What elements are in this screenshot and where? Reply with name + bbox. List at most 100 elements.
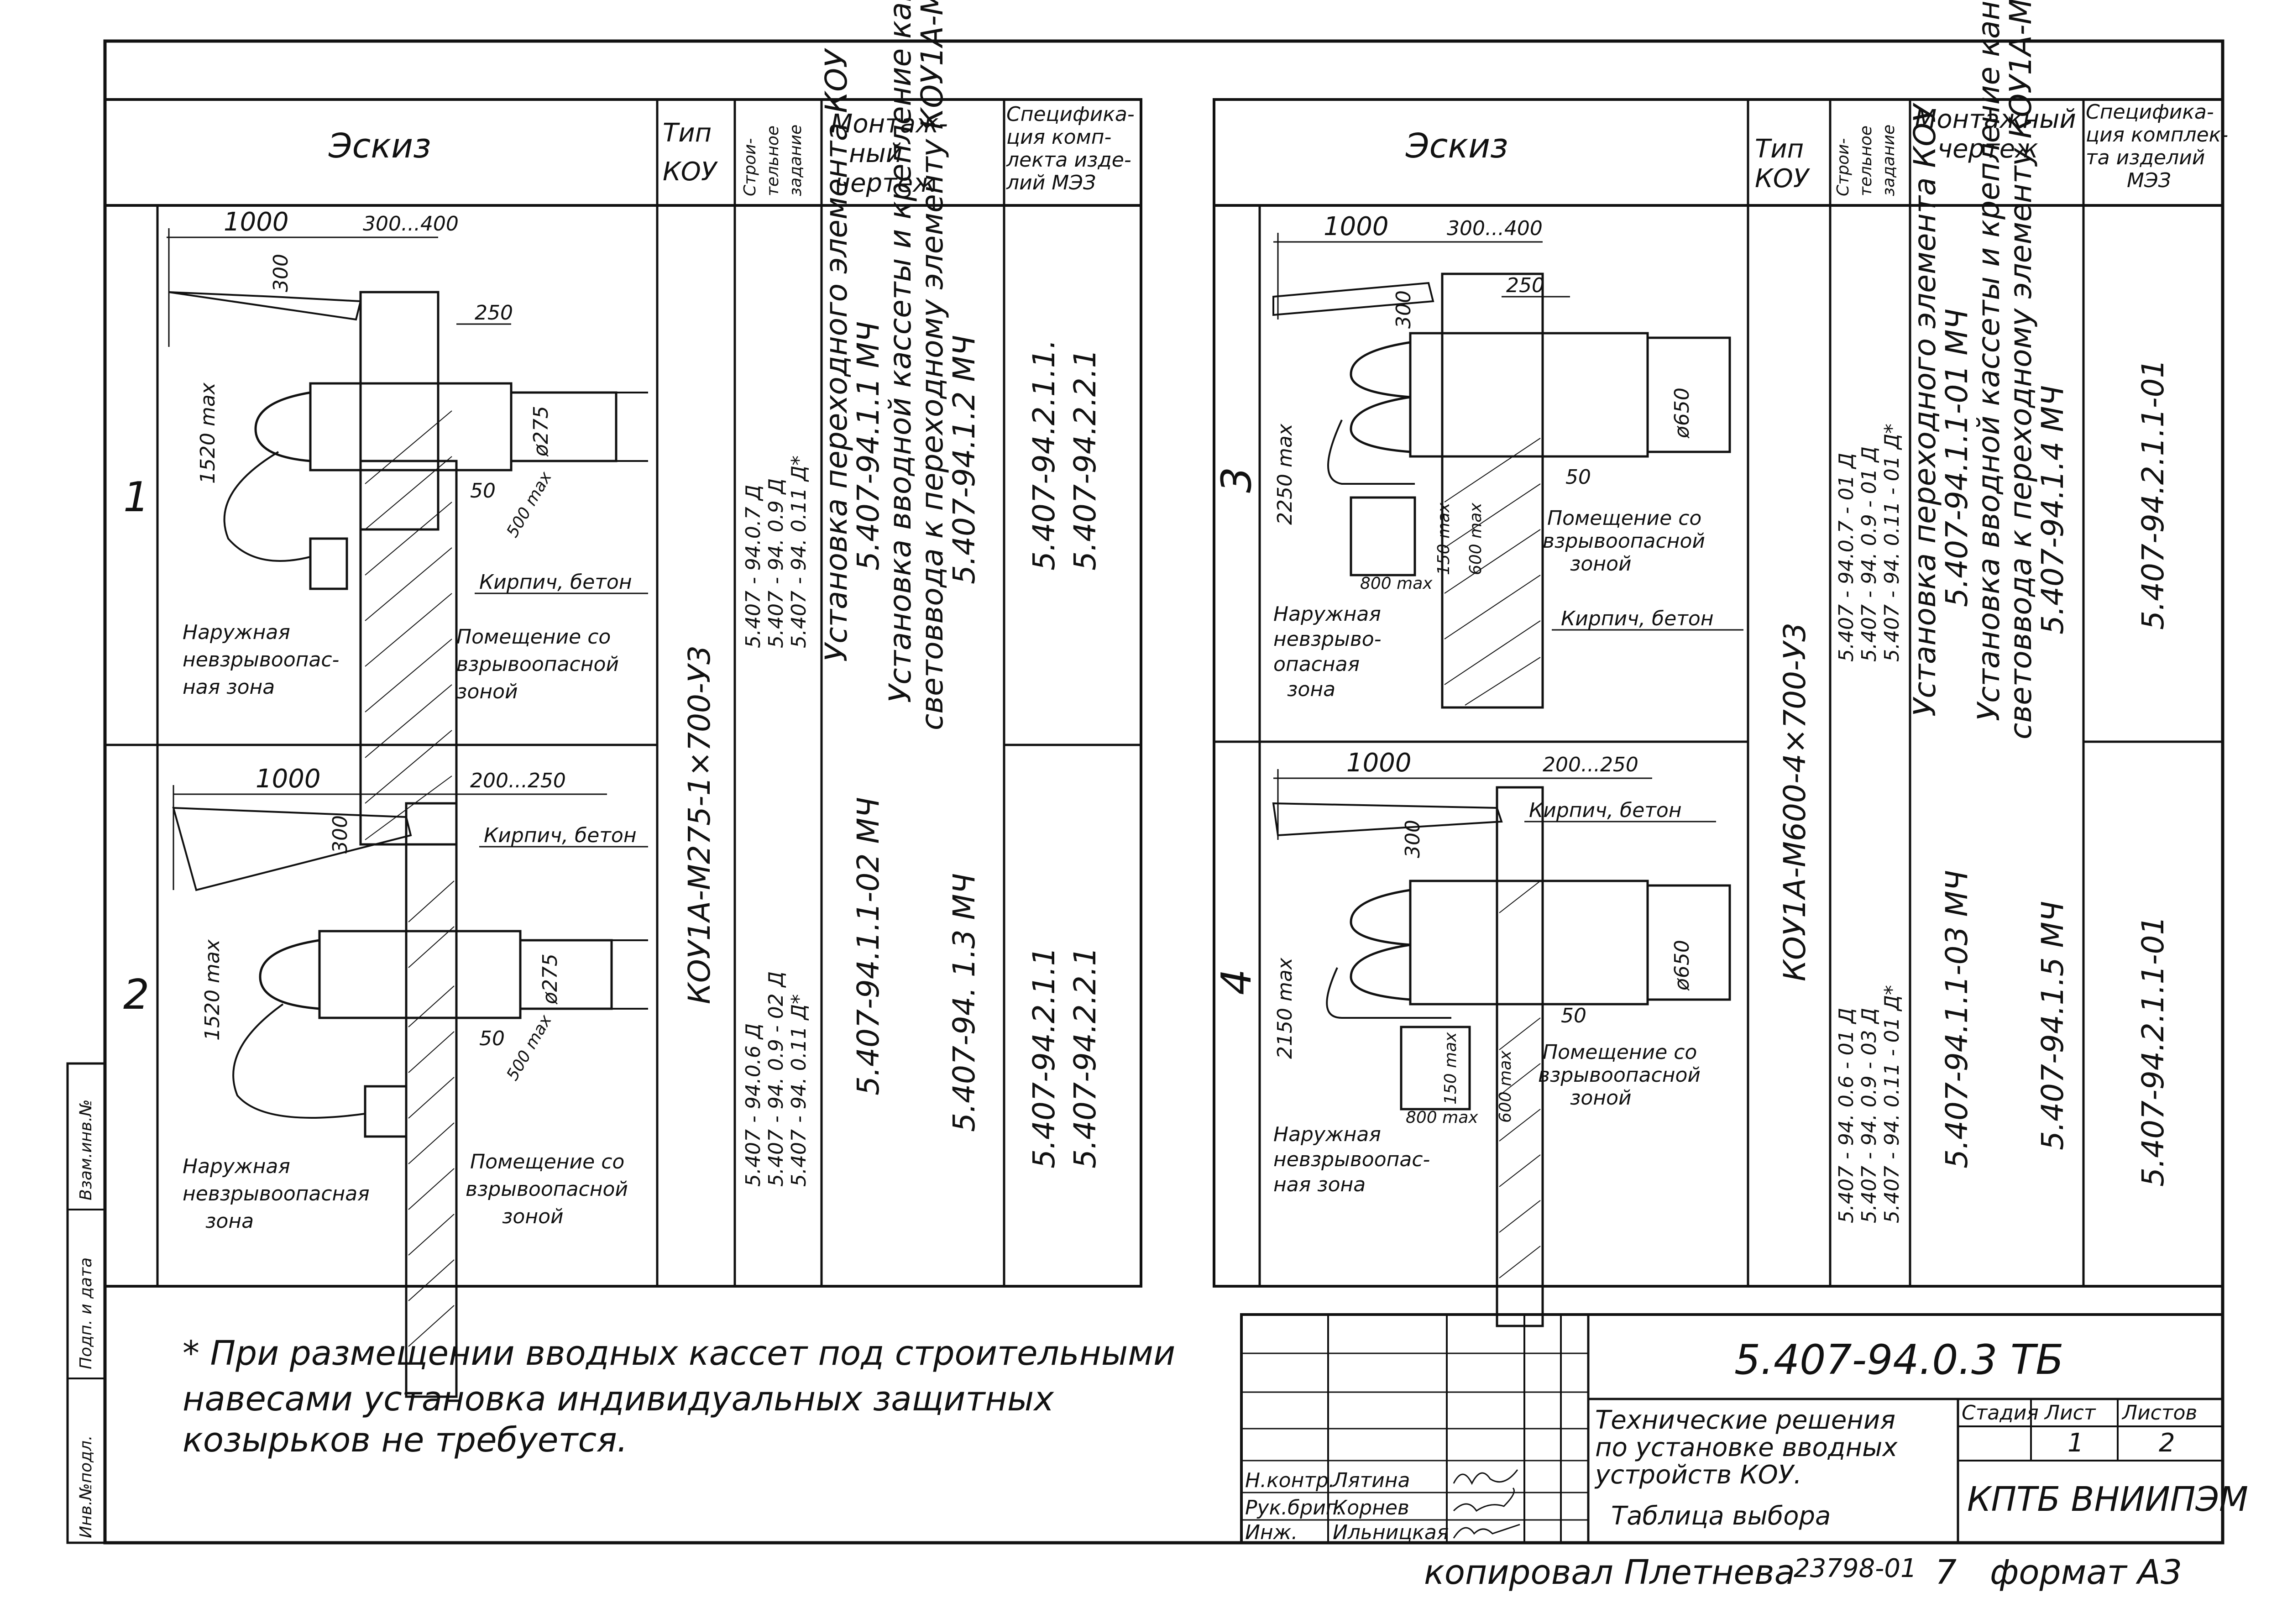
- sketch-4-outside: Наружная: [1273, 1123, 1381, 1146]
- svg-text:ø650: ø650: [1670, 388, 1694, 439]
- building-task-2a: 5.407 - 94.0.6 Д: [742, 1023, 765, 1187]
- svg-text:ная зона: ная зона: [1273, 1173, 1366, 1196]
- svg-text:задание: задание: [786, 125, 805, 196]
- mounting-3-line4: световвода к переходному элементу КОУ1А-…: [2003, 0, 2038, 739]
- svg-text:зоной: зоной: [1570, 1086, 1632, 1110]
- sheet-label: Лист: [2044, 1401, 2096, 1425]
- sketch-2-outside: Наружная: [183, 1155, 290, 1178]
- svg-text:250: 250: [1506, 274, 1544, 297]
- header-spec-right: Специфика-: [2086, 100, 2214, 124]
- svg-text:300: 300: [329, 815, 352, 854]
- svg-text:опасная: опасная: [1273, 653, 1360, 676]
- svg-text:ция комп-: ция комп-: [1006, 126, 1111, 149]
- svg-text:50: 50: [1561, 1004, 1586, 1027]
- footnote: * При размещении вводных кассет под стро…: [183, 1334, 1175, 1460]
- svg-text:взрывоопасной: взрывоопасной: [1543, 529, 1705, 553]
- svg-text:невзрывоопас-: невзрывоопас-: [183, 648, 339, 671]
- svg-text:ø275: ø275: [539, 953, 562, 1005]
- svg-text:ный: ный: [849, 139, 902, 168]
- svg-text:МЭЗ: МЭЗ: [2127, 169, 2171, 192]
- sketch-3-material: Кирпич, бетон: [1561, 607, 1714, 630]
- svg-text:ция комплек-: ция комплек-: [2086, 123, 2228, 147]
- type-koy-left: КОУ1А-М275-1×700-У3: [682, 645, 717, 1004]
- mounting-1-line5: 5.407-94.1.2 МЧ: [947, 335, 982, 584]
- svg-text:КОУ: КОУ: [663, 157, 718, 187]
- left-selection-table: Эскиз Тип КОУ Строи- тельное задание Мон…: [104, 0, 1142, 1398]
- sketch-3: 1000 300...400 300 250 ø650 2250 max 50: [1272, 212, 1743, 709]
- spec-1a: 5.407-94.2.1.1.: [1026, 339, 1062, 571]
- side-stamp-sign: Подп. и дата: [77, 1257, 95, 1369]
- mounting-2-line1: 5.407-94.1.1-02 МЧ: [851, 797, 886, 1095]
- role-0: Н.контр.: [1245, 1469, 1335, 1492]
- svg-text:невзрыво-: невзрыво-: [1273, 628, 1382, 651]
- building-task-3c: 5.407 - 94. 0.11 - 01 Д*: [1880, 424, 1904, 662]
- name-0: Лятина: [1332, 1469, 1410, 1492]
- mounting-3-line3: Установка вводной кассеты и крепление ка…: [1971, 0, 2006, 721]
- svg-text:лекта изде-: лекта изде-: [1006, 148, 1131, 172]
- building-task-1b: 5.407 - 94. 0.9 Д: [764, 478, 788, 648]
- building-task-1c: 5.407 - 94. 0.11 Д*: [787, 456, 811, 648]
- spec-3: 5.407-94.2.1.1-01: [2135, 359, 2171, 630]
- sketch-2-room: Помещение со: [470, 1150, 624, 1173]
- svg-text:чертеж: чертеж: [1937, 134, 2038, 164]
- header-building-task-left: Строи-: [741, 138, 759, 196]
- mounting-2-line2: 5.407-94. 1.3 МЧ: [947, 873, 982, 1132]
- sketch-1-material: Кирпич, бетон: [479, 571, 632, 594]
- mounting-1-line3: Установка вводной кассеты и крепление ка…: [883, 0, 918, 703]
- svg-text:300...400: 300...400: [363, 212, 459, 236]
- svg-text:800 max: 800 max: [1406, 1108, 1478, 1127]
- note-line-1: * При размещении вводных кассет под стро…: [183, 1334, 1175, 1373]
- svg-text:150 max: 150 max: [1441, 1032, 1460, 1105]
- sketch-3-room: Помещение со: [1547, 507, 1701, 530]
- svg-text:1000: 1000: [256, 764, 321, 794]
- svg-text:300: 300: [1392, 290, 1415, 329]
- row-number-3: 3: [1213, 467, 1261, 493]
- name-2: Ильницкая: [1333, 1521, 1449, 1544]
- building-task-1a: 5.407 - 94.0.7 Д: [742, 485, 765, 648]
- sketch-4: 1000 200...250 300 Кирпич, бетон ø650 21…: [1272, 748, 1731, 1327]
- sheets-label: Листов: [2121, 1401, 2197, 1425]
- role-2: Инж.: [1245, 1521, 1298, 1544]
- mounting-3-line2: 5.407-94.1.1-01 МЧ: [1939, 309, 1974, 607]
- sketch-2: 1000 200...250 300 Кирпич, бетон ø275: [172, 764, 648, 1398]
- name-1: Корнев: [1333, 1496, 1409, 1519]
- mounting-4-line1: 5.407-94.1.1-03 МЧ: [1939, 870, 1974, 1168]
- svg-text:ная зона: ная зона: [183, 676, 275, 699]
- building-task-4c: 5.407 - 94. 0.11 - 01 Д*: [1880, 985, 1904, 1223]
- spec-2b: 5.407-94.2.2.1: [1068, 947, 1103, 1168]
- side-stamp-inv: Инв.№подл.: [77, 1435, 95, 1538]
- svg-text:лий МЭЗ: лий МЭЗ: [1006, 171, 1096, 194]
- svg-text:1520 max: 1520 max: [201, 939, 224, 1041]
- svg-text:зоной: зоной: [456, 680, 518, 703]
- sketch-4-room: Помещение со: [1543, 1041, 1697, 1064]
- title-subtitle: Таблица выбора: [1611, 1501, 1831, 1531]
- svg-text:50: 50: [470, 479, 496, 503]
- svg-text:50: 50: [479, 1027, 505, 1050]
- row-number-1: 1: [123, 473, 149, 521]
- svg-text:200...250: 200...250: [1543, 753, 1638, 776]
- stage-label: Стадия: [1962, 1401, 2039, 1425]
- building-task-2c: 5.407 - 94. 0.11 Д*: [787, 994, 811, 1187]
- svg-text:1000: 1000: [1324, 212, 1389, 241]
- sketch-1-room: Помещение со: [456, 625, 611, 649]
- svg-text:зона: зона: [205, 1210, 254, 1233]
- footer-copied: копировал Плетнева: [1424, 1553, 1795, 1592]
- svg-text:250: 250: [475, 301, 513, 325]
- svg-text:зоной: зоной: [1570, 552, 1632, 576]
- spec-4: 5.407-94.2.1.1-01: [2135, 916, 2171, 1187]
- footer-page: 7: [1935, 1553, 1957, 1592]
- svg-text:600 max: 600 max: [1466, 503, 1485, 575]
- mounting-4-line2: 5.407-94.1.5 МЧ: [2035, 901, 2070, 1150]
- sketch-1: 1000 300...400 300 250 ø275: [167, 207, 648, 846]
- spec-1b: 5.407-94.2.2.1: [1068, 349, 1103, 571]
- svg-text:чертеж: чертеж: [835, 168, 936, 198]
- note-line-3: козырьков не требуется.: [183, 1420, 628, 1460]
- svg-text:300...400: 300...400: [1447, 217, 1543, 240]
- sketch-1-outside: Наружная: [183, 621, 290, 644]
- svg-text:500 max: 500 max: [503, 468, 555, 540]
- svg-text:150 max: 150 max: [1434, 503, 1453, 575]
- header-sketch-right: Эскиз: [1405, 126, 1508, 166]
- title-block: Н.контр. Лятина Рук.бриг. Корнев Инж. Ил…: [1240, 1313, 2248, 1544]
- svg-text:та изделий: та изделий: [2086, 146, 2205, 169]
- sheet-number: 1: [2067, 1428, 2084, 1458]
